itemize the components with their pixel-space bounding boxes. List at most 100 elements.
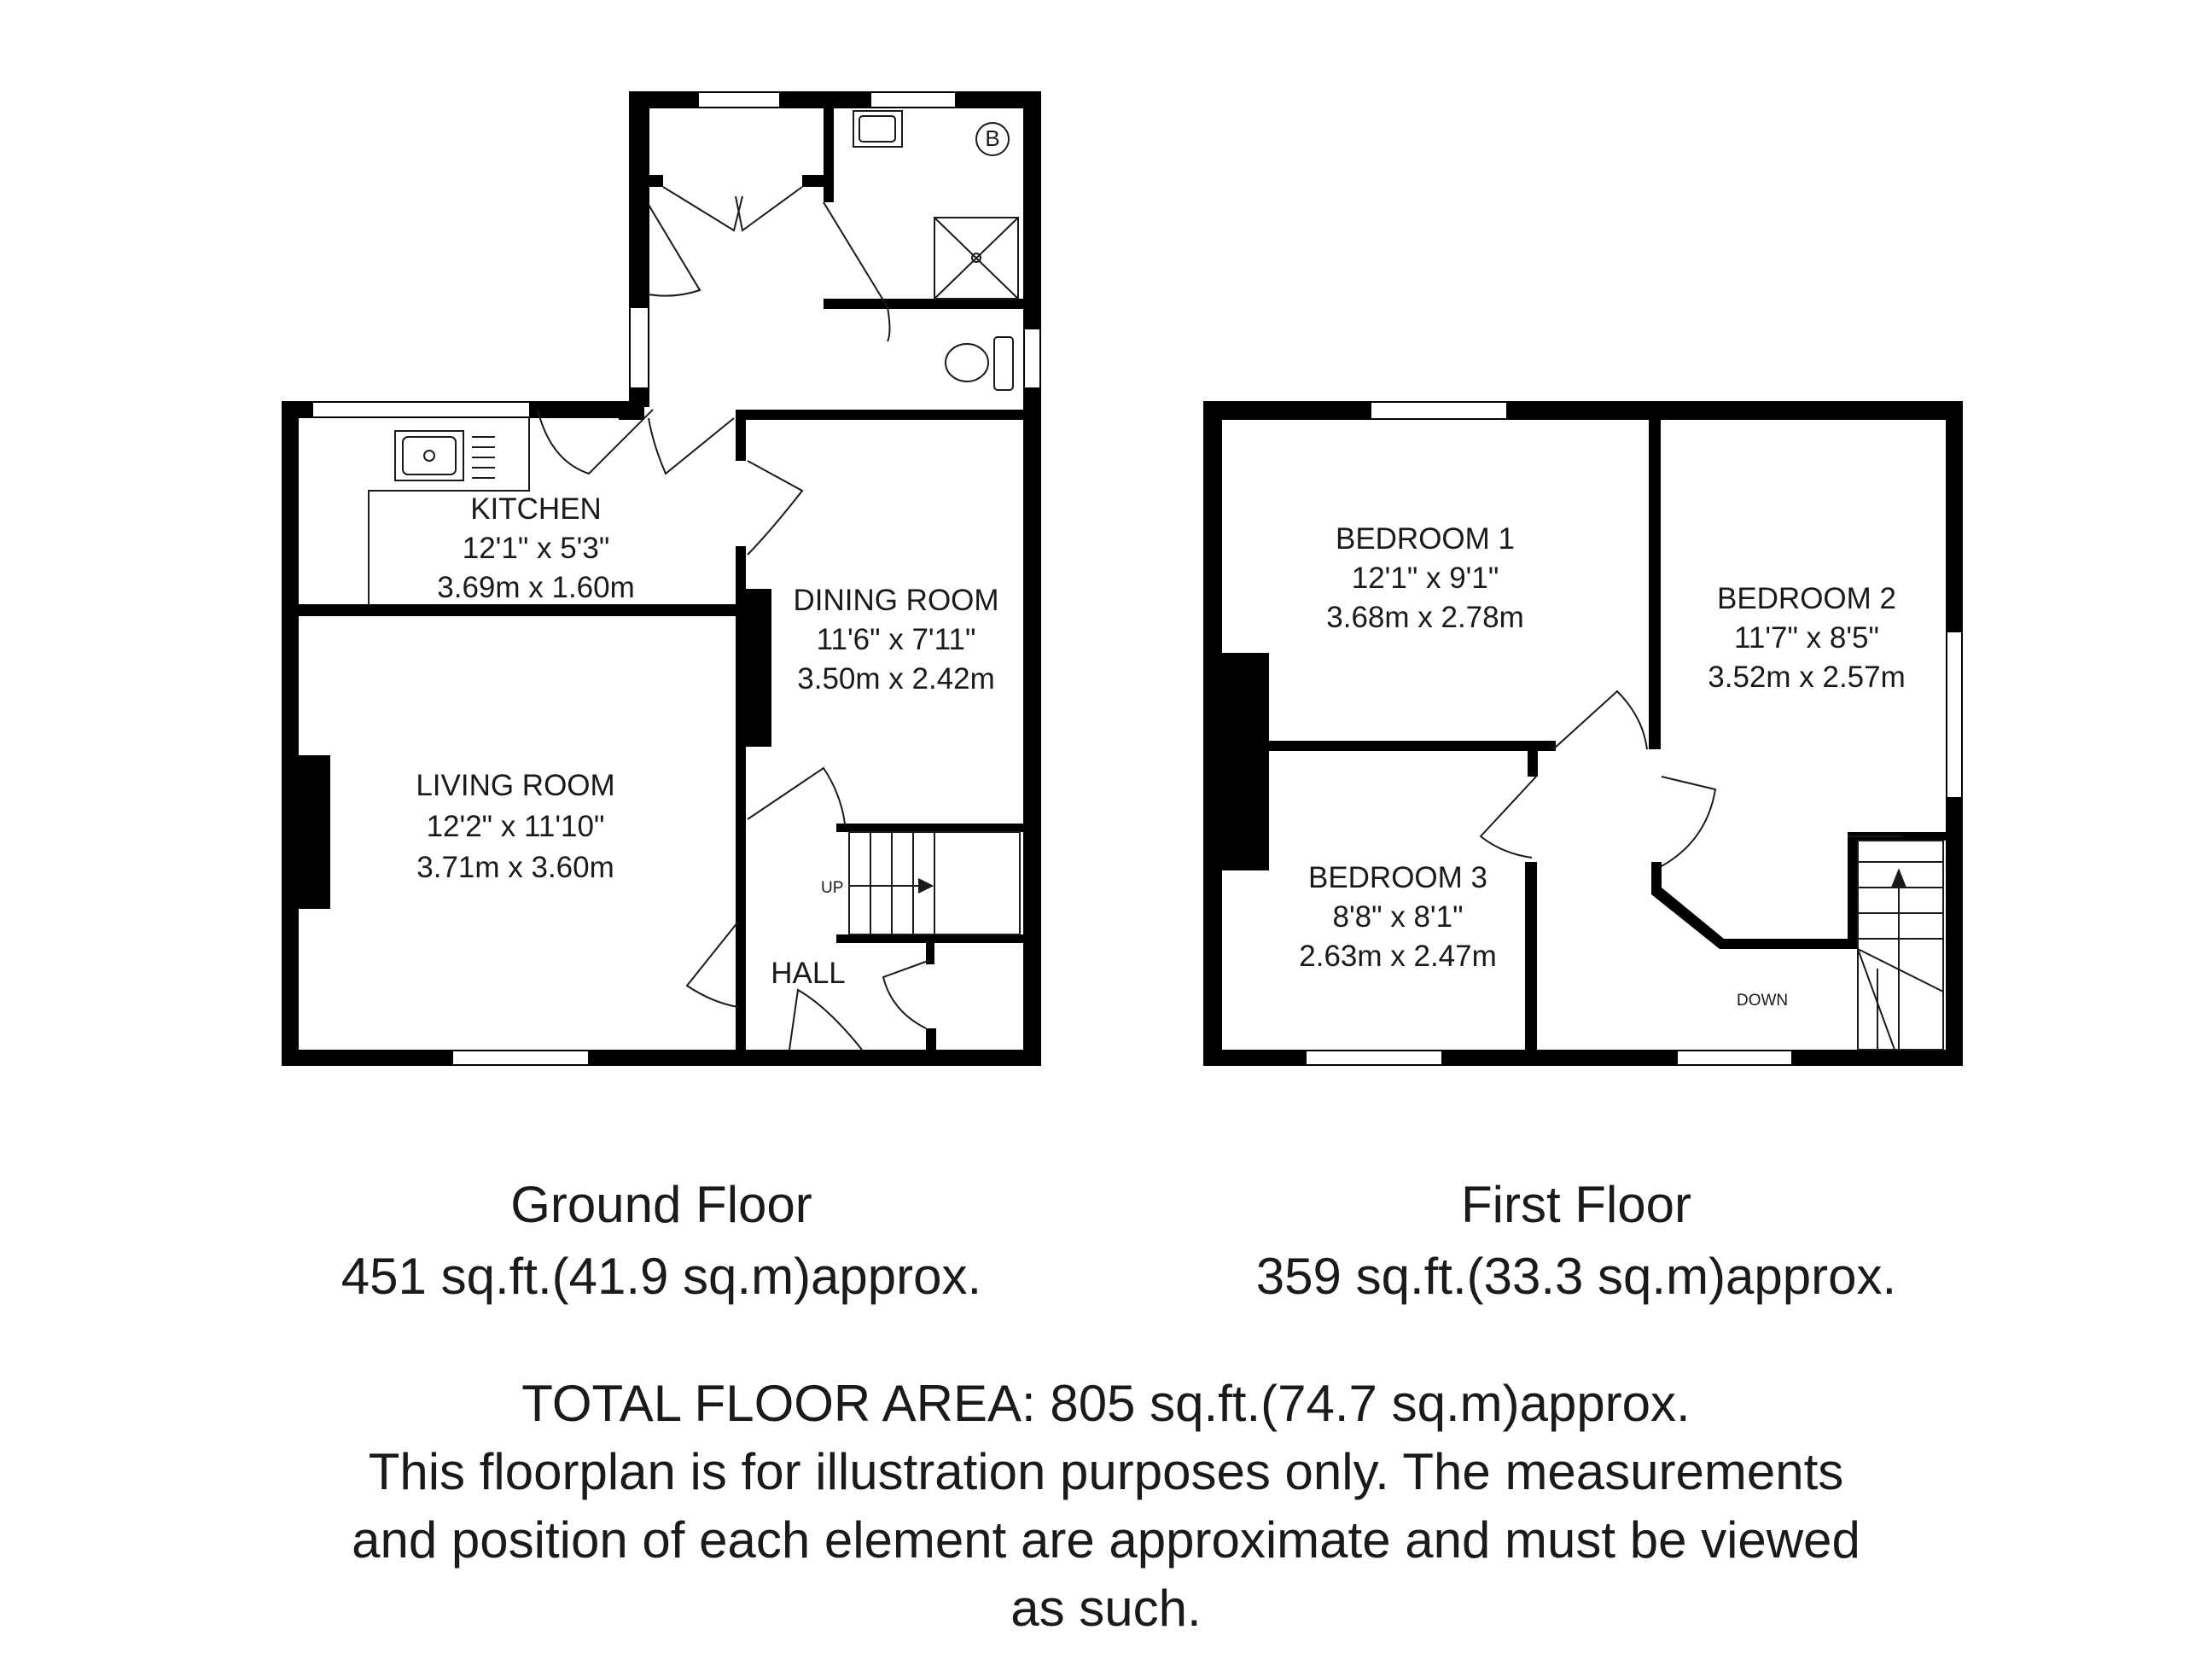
wall: [836, 934, 1024, 943]
wall: [1525, 862, 1537, 1054]
wall: [802, 175, 834, 187]
stairs-arrow-head: [1891, 868, 1906, 888]
door-swing: [747, 460, 804, 556]
door-swing: [1552, 690, 1648, 750]
footer: TOTAL FLOOR AREA: 805 sq.ft.(74.7 sq.m)a…: [0, 1370, 2212, 1643]
stairs-up: [848, 831, 1021, 935]
wall: [926, 943, 934, 964]
wall: [736, 410, 1030, 420]
wall: [619, 401, 644, 420]
first-floor-title: First Floor: [1461, 1176, 1691, 1233]
kitchen-metric: 3.69m x 1.60m: [437, 571, 635, 604]
bedroom-3-name: BEDROOM 3: [1308, 861, 1487, 894]
wall: [1203, 401, 1222, 1066]
stairs-arrow-head: [917, 878, 934, 894]
ground-floor-doors: [537, 186, 931, 1051]
wall: [629, 91, 1036, 108]
tap-icon: [423, 450, 435, 462]
first-floor-area: 359 sq.ft.(33.3 sq.m)approx.: [1255, 1248, 1897, 1305]
door-swing: [823, 201, 891, 342]
door-swing: [648, 204, 701, 297]
ground-floor-labels: B UP KITCHEN 12'1" x 5'3" 3.69m x 1.60m …: [416, 125, 999, 990]
boiler-label: B: [985, 125, 999, 151]
window: [1946, 631, 1963, 799]
ground-floor-title: Ground Floor: [510, 1176, 812, 1233]
wall: [736, 546, 746, 1050]
stairs-down: [1857, 840, 1944, 1051]
wall: [1528, 742, 1538, 777]
basin-icon: [859, 115, 896, 143]
window: [1676, 1050, 1793, 1066]
wall: [1203, 401, 1963, 420]
hall-name: HALL: [771, 957, 846, 990]
first-floor-caption: First Floor 359 sq.ft.(33.3 sq.m)approx.: [1064, 1169, 2088, 1313]
disclaimer-line-1: This floorplan is for illustration purpo…: [368, 1443, 1844, 1500]
bedroom-2-metric: 3.52m x 2.57m: [1708, 661, 1906, 694]
wall: [290, 604, 742, 616]
window: [1370, 401, 1508, 420]
stairs-up-label: UP: [821, 879, 843, 897]
worktop: [368, 418, 530, 604]
door-swing: [789, 988, 863, 1051]
total-floor-area: TOTAL FLOOR AREA: 805 sq.ft.(74.7 sq.m)a…: [521, 1375, 1691, 1432]
dining-room-imperial: 11'6" x 7'11": [817, 623, 976, 656]
basin-icon: [853, 110, 903, 148]
window: [451, 1050, 590, 1066]
wall: [824, 108, 834, 202]
bedroom-3-metric: 2.63m x 2.47m: [1299, 940, 1497, 973]
ground-floor-caption: Ground Floor 451 sq.ft.(41.9 sq.m)approx…: [149, 1169, 1173, 1313]
bedroom-2-name: BEDROOM 2: [1717, 582, 1896, 615]
first-floor-windows: [1305, 401, 1963, 1066]
wall: [824, 299, 1030, 309]
living-room-imperial: 12'2" x 11'10": [427, 810, 605, 843]
shower-tray-icon: [934, 217, 1019, 300]
bedroom-1-metric: 3.68m x 2.78m: [1326, 601, 1524, 634]
shower-drain-icon: [971, 253, 981, 263]
wall: [836, 824, 1024, 832]
wall: [1848, 832, 1858, 949]
living-room-name: LIVING ROOM: [416, 769, 614, 802]
kitchen-imperial: 12'1" x 5'3": [463, 532, 610, 565]
dining-room-metric: 3.50m x 2.42m: [797, 662, 995, 696]
door-swing: [747, 766, 846, 824]
chimney-breast: [299, 755, 330, 909]
door-swing: [1479, 776, 1537, 859]
wall: [282, 401, 299, 1066]
wardrobe-door: [662, 186, 743, 232]
wall: [1651, 832, 1946, 949]
shower-tray-icon: [934, 217, 1019, 300]
ground-floor-area: 451 sq.ft.(41.9 sq.m)approx.: [341, 1248, 982, 1305]
toilet-icon: [945, 343, 989, 382]
chimney-breast: [746, 589, 771, 747]
window: [311, 401, 531, 418]
bedroom-1-name: BEDROOM 1: [1336, 522, 1515, 556]
dining-room-name: DINING ROOM: [793, 584, 998, 617]
wall: [1023, 91, 1041, 1066]
ground-floor-plan: [282, 91, 1041, 1066]
door-swing: [685, 921, 739, 1008]
bedroom-1-imperial: 12'1" x 9'1": [1352, 562, 1499, 595]
ground-floor-fixtures: [368, 110, 1021, 935]
window: [697, 91, 781, 108]
toilet-cistern-icon: [993, 336, 1014, 391]
wall: [736, 410, 746, 461]
window: [870, 91, 957, 108]
sink-icon: [394, 430, 464, 481]
wall: [629, 175, 663, 187]
door-swing: [537, 409, 654, 475]
chimney-breast: [1222, 653, 1269, 870]
window: [1305, 1050, 1443, 1066]
door-swing: [882, 959, 931, 1029]
wall: [926, 1028, 936, 1062]
bedroom-2-imperial: 11'7" x 8'5": [1734, 621, 1879, 655]
kitchen-name: KITCHEN: [470, 492, 602, 526]
wall: [1269, 741, 1556, 751]
sink-icon: [402, 436, 457, 475]
first-floor-labels: DOWN BEDROOM 1 12'1" x 9'1" 3.68m x 2.78…: [1299, 522, 1906, 1010]
door-swing: [648, 417, 735, 475]
living-room-metric: 3.71m x 3.60m: [416, 851, 614, 884]
wall: [1649, 418, 1661, 749]
door-swing: [1661, 776, 1717, 867]
ground-floor-windows: [311, 91, 1041, 1066]
